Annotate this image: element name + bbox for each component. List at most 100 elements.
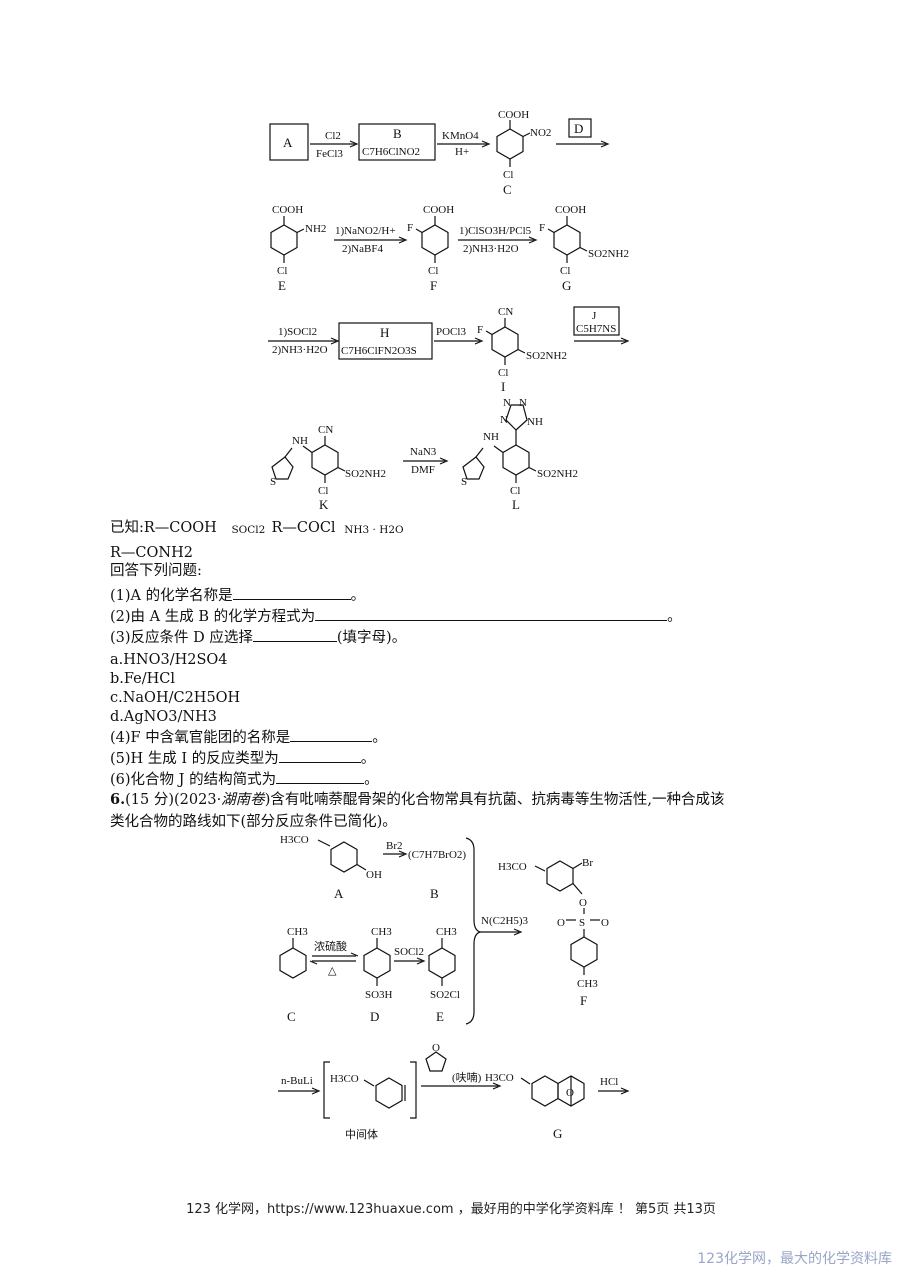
reagent-br2: Br2 xyxy=(386,840,403,852)
s-atom: S xyxy=(579,917,585,929)
compound-H-formula: C7H6ClFN2O3S xyxy=(341,345,417,357)
compound-L-label: L xyxy=(512,497,520,512)
option-b: b.Fe/HCl xyxy=(110,671,176,687)
cooh-group: COOH xyxy=(555,204,586,216)
reagent-nh3-h2o: 2)NH3·H2O xyxy=(463,243,519,255)
compound-D-ring xyxy=(363,947,391,979)
compound-G-label: G xyxy=(553,1126,562,1141)
question-4: (4)F 中含氧官能团的名称是。 xyxy=(110,727,387,748)
compound-K-ring xyxy=(311,444,339,476)
compound-K-label: K xyxy=(319,497,329,512)
answer-blank-2[interactable] xyxy=(315,606,668,621)
compound-B-label: B xyxy=(393,126,402,141)
benzyne-ring xyxy=(375,1077,403,1109)
compound-G-label: G xyxy=(562,278,571,293)
cl-atom: Cl xyxy=(510,485,520,497)
ch3-group: CH3 xyxy=(577,978,598,990)
so2nh2-group: SO2NH2 xyxy=(526,350,567,362)
compound-B-formula: (C7H7BrO2) xyxy=(408,849,466,861)
no2-group: NO2 xyxy=(530,127,551,139)
bracket xyxy=(465,837,482,1025)
reagent-J-formula: C5H7NS xyxy=(576,323,616,335)
reagent-cl2: Cl2 xyxy=(325,130,341,142)
o-atom: O xyxy=(557,917,565,929)
question-intro: 回答下列问题: xyxy=(110,563,202,579)
cl-atom: Cl xyxy=(503,169,513,181)
so3h-group: SO3H xyxy=(365,989,393,1001)
problem-source: ·湖南卷 xyxy=(216,792,265,808)
nh-group: NH xyxy=(527,416,543,428)
reagent-h-plus: H+ xyxy=(455,146,469,158)
reagent-nano2: 1)NaNO2/H+ xyxy=(335,225,396,237)
cn-group: CN xyxy=(318,424,333,436)
f-atom: F xyxy=(477,324,483,336)
n-atom: N xyxy=(503,397,511,409)
cn-group: CN xyxy=(498,306,513,318)
n-atom: N xyxy=(500,414,508,426)
question-2: (2)由 A 生成 B 的化学方程式为。 xyxy=(110,606,682,627)
nh-group: NH xyxy=(292,435,308,447)
compound-E-label: E xyxy=(278,278,286,293)
cooh-group: COOH xyxy=(272,204,303,216)
reagent-hcl: HCl xyxy=(600,1076,618,1088)
heat-symbol: △ xyxy=(328,965,337,977)
answer-blank-5[interactable] xyxy=(278,748,361,763)
cl-atom: Cl xyxy=(560,265,570,277)
h3co-group: H3CO xyxy=(485,1072,514,1084)
option-a: a.HNO3/H2SO4 xyxy=(110,652,228,668)
reagent-dmf: DMF xyxy=(411,464,435,476)
reagent-nbuli: n-BuLi xyxy=(281,1075,313,1087)
o-atom: O xyxy=(579,897,587,909)
answer-blank-3[interactable] xyxy=(252,627,337,642)
f-atom: F xyxy=(539,222,545,234)
compound-C-ring xyxy=(279,947,307,979)
answer-blank-1[interactable] xyxy=(232,585,351,600)
nh-group: NH xyxy=(483,431,499,443)
compound-C-label: C xyxy=(503,182,512,197)
reagent-kmno4: KMnO4 xyxy=(442,130,479,142)
compound-D-label: D xyxy=(370,1009,379,1024)
compound-G-ring-1 xyxy=(531,1075,559,1107)
compound-F-ring-2 xyxy=(570,936,598,968)
ch3-group: CH3 xyxy=(436,926,457,938)
thiophene-ring xyxy=(271,456,294,480)
compound-F-ring-1 xyxy=(546,860,574,892)
compound-G-ring xyxy=(553,224,581,256)
watermark: 123化学网，最大的化学资料库 xyxy=(697,1251,892,1267)
so2cl-group: SO2Cl xyxy=(430,989,460,1001)
reagent-nan3: NaN3 xyxy=(410,446,437,458)
reagent-nh3-h2o: 2)NH3·H2O xyxy=(272,344,328,356)
problem-6-line-1: 6.(15 分)(2023·湖南卷)含有吡喃萘醌骨架的化合物常具有抗菌、抗病毒等… xyxy=(110,791,725,808)
answer-blank-4[interactable] xyxy=(290,727,373,742)
known-product: R—CONH2 xyxy=(110,545,193,561)
h3co-group: H3CO xyxy=(330,1073,359,1085)
compound-C-ring xyxy=(496,128,524,160)
cl-atom: Cl xyxy=(318,485,328,497)
o-atom: O xyxy=(566,1087,574,1099)
reagent-net3: N(C2H5)3 xyxy=(481,915,529,927)
reagent-clso3h: 1)ClSO3H/PCl5 xyxy=(459,225,532,237)
o-atom: O xyxy=(601,917,609,929)
answer-blank-6[interactable] xyxy=(276,769,365,784)
cooh-group: COOH xyxy=(423,204,454,216)
s-atom: S xyxy=(461,476,467,488)
compound-F-label: F xyxy=(430,278,437,293)
problem-6-line-2: 类化合物的路线如下(部分反应条件已简化)。 xyxy=(110,814,397,830)
reagent-socl2: 1)SOCl2 xyxy=(278,326,317,338)
so2nh2-group: SO2NH2 xyxy=(588,248,629,260)
thiophene-ring xyxy=(462,456,485,480)
f-atom: F xyxy=(407,222,413,234)
reagent-conc-h2so4: 浓硫酸 xyxy=(314,939,347,953)
known-middle: R—COCl xyxy=(271,520,336,536)
compound-B-label: B xyxy=(430,886,439,901)
compound-H-label: H xyxy=(380,325,389,340)
question-3: (3)反应条件 D 应选择(填字母)。 xyxy=(110,627,406,648)
h3co-group: H3CO xyxy=(280,834,309,846)
question-5: (5)H 生成 I 的反应类型为。 xyxy=(110,748,375,769)
compound-A-ring xyxy=(330,841,358,873)
compound-F-label: F xyxy=(580,993,587,1008)
reagent-pocl3: POCl3 xyxy=(436,326,466,338)
so2nh2-group: SO2NH2 xyxy=(537,468,578,480)
known-reagent-socl2: SOCl2 xyxy=(231,524,266,536)
reagent-socl2: SOCl2 xyxy=(394,946,424,958)
